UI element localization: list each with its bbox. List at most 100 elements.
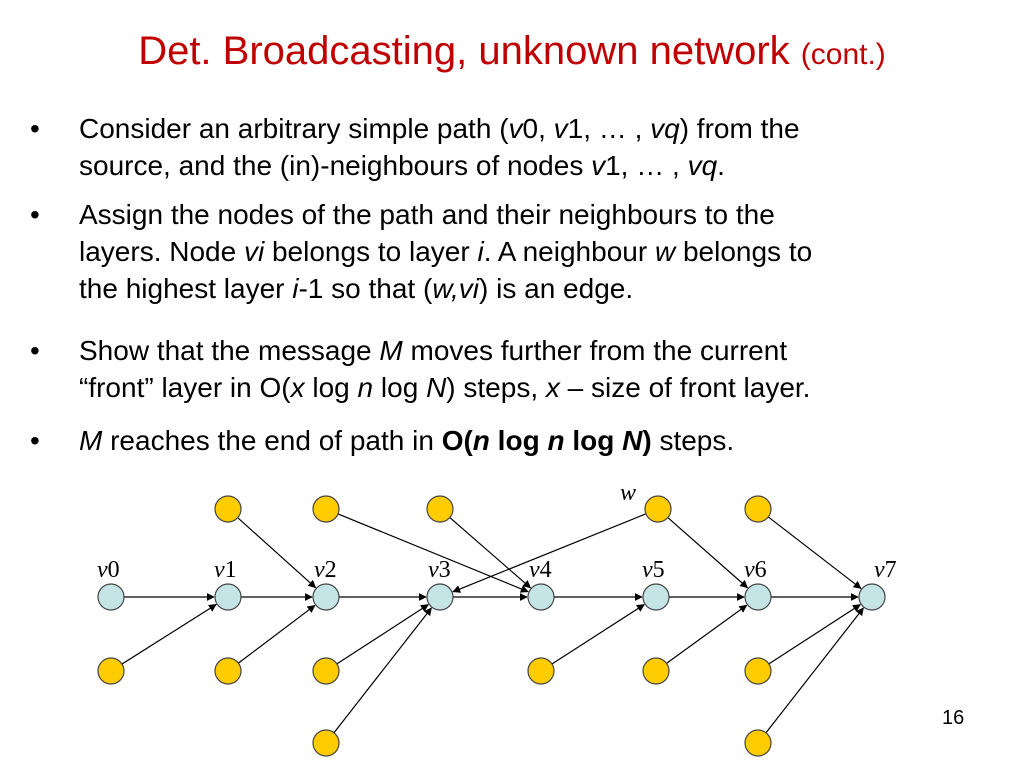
bullet-text: M reaches the end of path in O(n log n l… xyxy=(79,422,1009,459)
edge-b4-v5 xyxy=(551,604,645,665)
text-run: belongs to xyxy=(675,236,813,267)
text-run: Show that the message xyxy=(79,335,380,366)
bullet-line: layers. Node vi belongs to layer i. A ne… xyxy=(79,233,1009,270)
neighbour-node-b5 xyxy=(642,657,670,685)
bullet-dot: • xyxy=(30,425,40,456)
edge-a1-v2 xyxy=(237,517,317,589)
path-node-v6 xyxy=(744,583,772,611)
bullet-text: Assign the nodes of the path and their n… xyxy=(79,196,1009,307)
text-run: “front” layer in O( xyxy=(79,372,291,403)
text-run: n xyxy=(472,425,490,456)
text-run: Assign the nodes of the path and their n… xyxy=(79,199,775,230)
node-label-w: w xyxy=(620,480,636,506)
path-node-v5 xyxy=(642,583,670,611)
path-node-v2 xyxy=(312,583,340,611)
edge-a3-v4 xyxy=(449,517,532,589)
path-node-v3 xyxy=(426,583,454,611)
edge-a6-v7 xyxy=(767,516,862,589)
text-run: n xyxy=(357,372,374,403)
text-run: ) from the xyxy=(679,113,800,144)
neighbour-node-b4 xyxy=(527,657,555,685)
edge-c6-v7 xyxy=(765,607,864,734)
nodes xyxy=(97,495,886,757)
text-run: v xyxy=(508,113,523,144)
neighbour-node-a2 xyxy=(312,495,340,523)
neighbour-node-c2 xyxy=(312,729,340,757)
bullet-line: M reaches the end of path in O(n log n l… xyxy=(79,422,1009,459)
text-run: log xyxy=(373,372,427,403)
neighbour-node-b2 xyxy=(214,657,242,685)
text-run: the highest layer xyxy=(79,273,293,304)
text-run: N xyxy=(622,425,643,456)
node-label-v3: v3 xyxy=(428,557,451,583)
text-run: -1 so that ( xyxy=(298,273,433,304)
bullet-line: Show that the message M moves further fr… xyxy=(79,332,1009,369)
neighbour-node-b3 xyxy=(312,657,340,685)
title-suffix: (cont.) xyxy=(800,38,886,71)
text-run: N xyxy=(426,372,447,403)
bullet-dot: • xyxy=(30,335,40,366)
text-run: i xyxy=(292,273,299,304)
text-run: source, and the (in)-neighbours of nodes xyxy=(79,150,592,181)
text-run: 0, xyxy=(522,113,554,144)
text-run: w xyxy=(654,236,676,267)
node-label-v5: v5 xyxy=(642,557,665,583)
edge-b2-v2 xyxy=(238,604,316,664)
edge-c2-v3 xyxy=(333,607,432,734)
text-run: vi xyxy=(243,236,265,267)
edge-b5-v6 xyxy=(666,604,748,664)
node-label-v7: v7 xyxy=(874,557,897,583)
node-label-v1: v1 xyxy=(214,557,237,583)
neighbour-node-w xyxy=(644,495,672,523)
title-main: Det. Broadcasting, unknown network xyxy=(138,29,790,73)
text-run: layers. Node xyxy=(79,236,244,267)
text-run: ) xyxy=(642,425,652,456)
text-run: Consider an arbitrary simple path ( xyxy=(79,113,509,144)
text-run: v xyxy=(591,150,606,181)
text-run: n xyxy=(547,425,565,456)
edge-a2-v4 xyxy=(337,513,529,593)
edges xyxy=(121,513,864,734)
bullet-dot: • xyxy=(30,113,40,144)
bullet-line: source, and the (in)-neighbours of nodes… xyxy=(79,147,1009,184)
slide-title: Det. Broadcasting, unknown network (cont… xyxy=(0,28,1024,78)
text-run: vq xyxy=(650,113,680,144)
path-node-v4 xyxy=(527,583,555,611)
edge-b3-v3 xyxy=(336,604,429,665)
text-run: 1, … , xyxy=(605,150,688,181)
node-label-v2: v2 xyxy=(314,557,337,583)
text-run: . A neighbour xyxy=(483,236,655,267)
text-run: moves further from the current xyxy=(402,335,788,366)
neighbour-node-a6 xyxy=(744,495,772,523)
bullet-text: Consider an arbitrary simple path (v0, v… xyxy=(79,110,1009,184)
node-label-v6: v6 xyxy=(744,557,767,583)
node-label-v4: v4 xyxy=(529,557,552,583)
text-run: reaches the end of path in xyxy=(102,425,442,456)
text-run: log xyxy=(304,372,358,403)
neighbour-node-b1 xyxy=(97,657,125,685)
text-run: x xyxy=(545,372,560,403)
text-run: log xyxy=(489,425,548,456)
edge-b1-v1 xyxy=(121,603,217,665)
text-run: x xyxy=(290,372,305,403)
text-run: vq xyxy=(687,150,718,181)
text-run: O( xyxy=(441,425,473,456)
neighbour-node-b6 xyxy=(744,657,772,685)
neighbour-node-a3 xyxy=(426,495,454,523)
bullet-line: “front” layer in O(x log n log N) steps,… xyxy=(79,369,1009,406)
edge-b6-v7 xyxy=(768,604,861,665)
page-number: 16 xyxy=(942,707,965,729)
text-run: i xyxy=(477,236,484,267)
text-run: w,vi xyxy=(432,273,480,304)
edge-w-v6 xyxy=(667,517,749,589)
bullet-line: Assign the nodes of the path and their n… xyxy=(79,196,1009,233)
text-run: log xyxy=(564,425,623,456)
text-run: ) is an edge. xyxy=(479,273,634,304)
text-run: – size of front layer. xyxy=(559,372,811,403)
path-node-v1 xyxy=(214,583,242,611)
bullet-dot: • xyxy=(30,199,40,230)
bullet-line: the highest layer i-1 so that (w,vi) is … xyxy=(79,270,1009,307)
edge-w-v3 xyxy=(452,513,647,593)
